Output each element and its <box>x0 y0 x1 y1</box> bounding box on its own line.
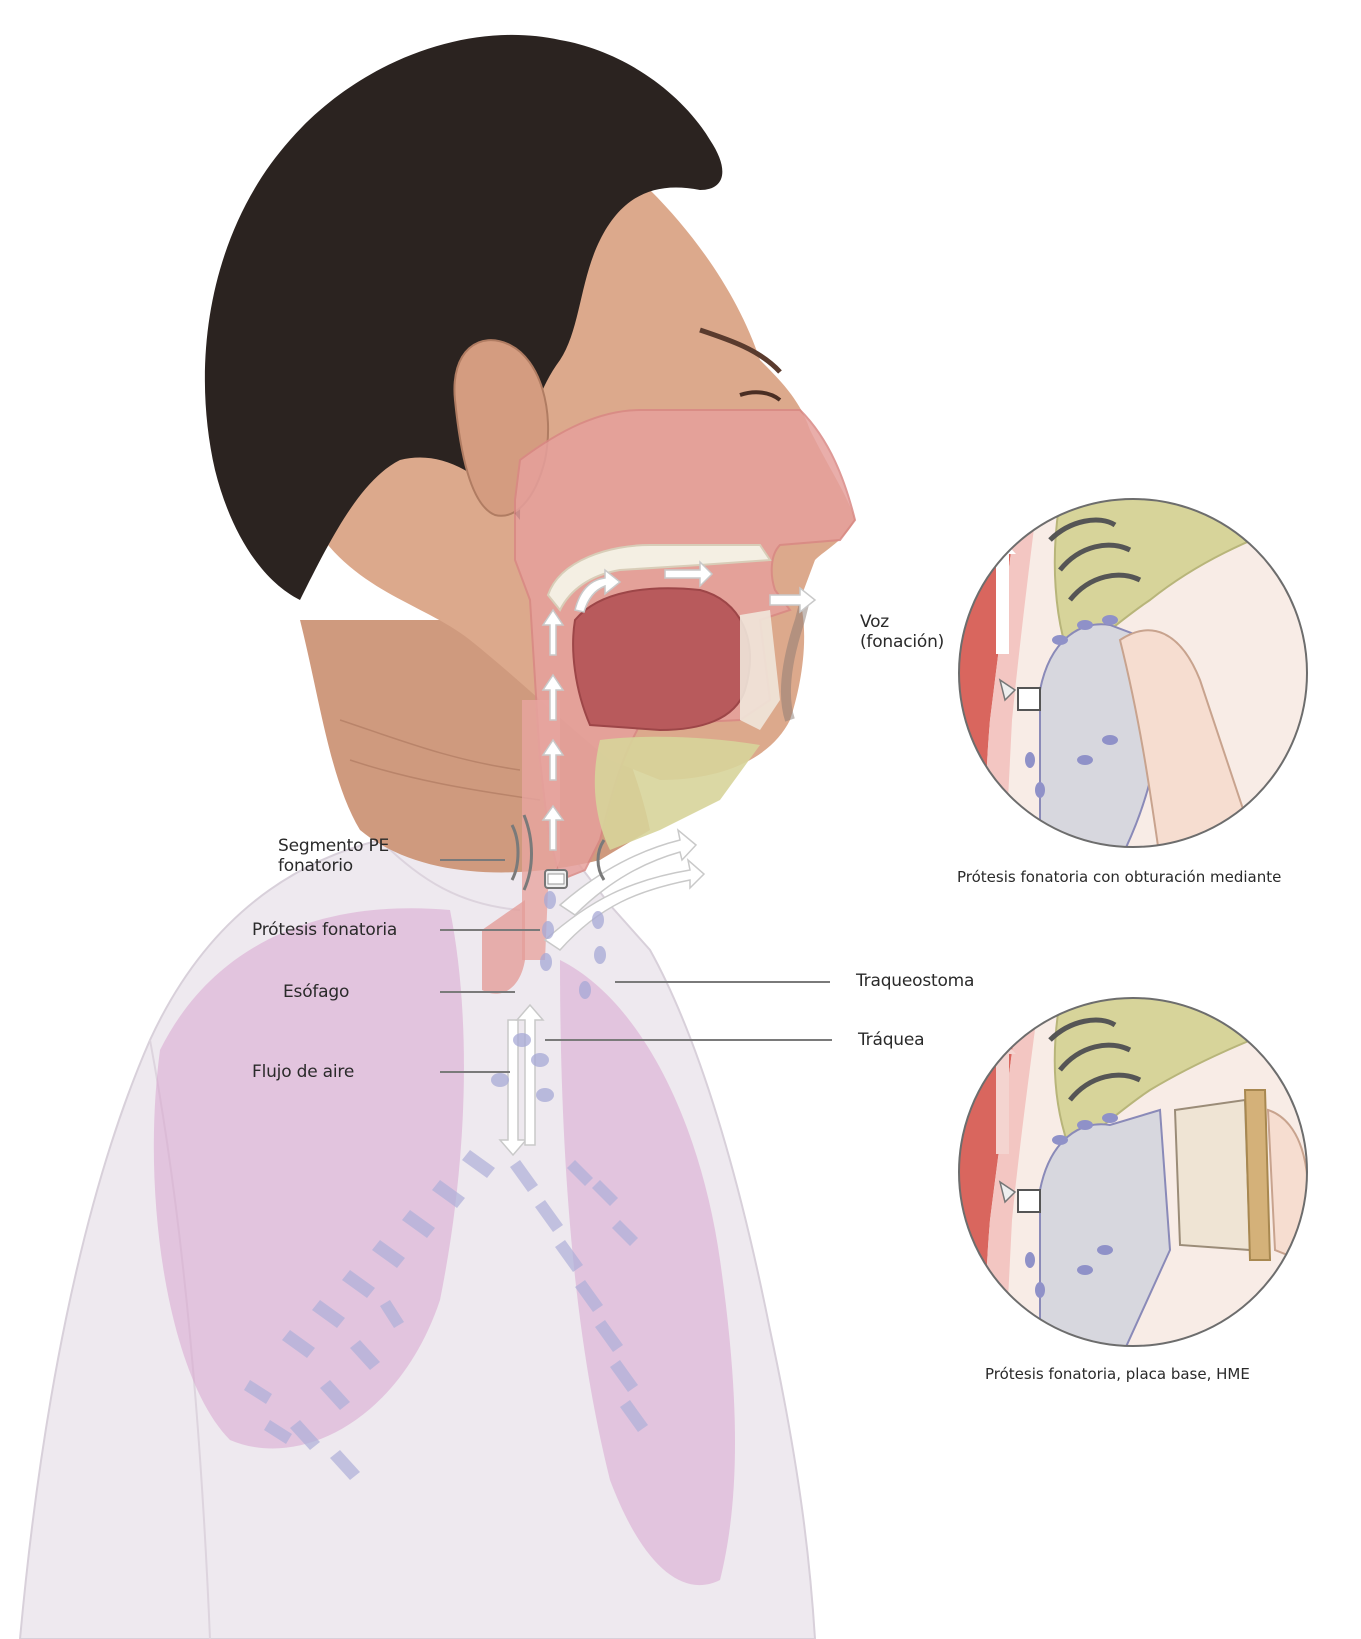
label-voz-line2: (fonación) <box>860 632 944 652</box>
label-esofago: Esófago <box>283 982 349 1002</box>
pe-segment-upper <box>595 737 760 850</box>
caption-inset-bottom: Prótesis fonatoria, placa base, HME <box>985 1365 1250 1383</box>
label-segmento-pe: Segmento PE fonatorio <box>278 836 389 876</box>
label-voz: Voz (fonación) <box>860 612 944 652</box>
label-traqueostoma: Traqueostoma <box>856 971 974 991</box>
airway-overlay <box>482 410 855 994</box>
voice-prosthesis <box>545 870 567 888</box>
label-segmento-pe-line2: fonatorio <box>278 856 389 876</box>
label-flujo-de-aire: Flujo de aire <box>252 1062 354 1082</box>
inset-finger-occlusion <box>950 480 1307 860</box>
label-protesis-fonatoria: Prótesis fonatoria <box>252 920 397 940</box>
inset-baseplate-hme <box>950 985 1308 1360</box>
label-voz-line1: Voz <box>860 612 944 632</box>
label-segmento-pe-line1: Segmento PE <box>278 836 389 856</box>
label-traquea: Tráquea <box>858 1030 924 1050</box>
caption-inset-top: Prótesis fonatoria con obturación median… <box>957 868 1281 886</box>
tongue <box>573 588 750 730</box>
